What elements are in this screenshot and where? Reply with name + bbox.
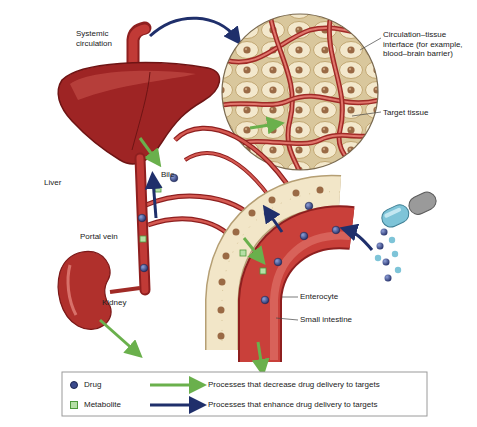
portal-vein xyxy=(138,158,156,290)
part-label: Kidney xyxy=(102,298,152,308)
tissue-inset xyxy=(222,14,381,175)
legend-frame xyxy=(62,372,427,416)
liver xyxy=(58,63,219,164)
legend-swatch xyxy=(70,381,78,389)
kidney xyxy=(58,251,140,352)
legend-label: Processes that decrease drug delivery to… xyxy=(208,380,423,390)
part-label: Bile xyxy=(161,170,191,180)
part-label: Circulation–tissue interface (for exampl… xyxy=(383,30,475,59)
decrease-arrow-sample xyxy=(150,384,198,387)
part-label: Systemic circulation xyxy=(76,29,134,48)
legend-label: Drug xyxy=(84,380,144,390)
enhance-arrow-sample xyxy=(150,404,198,407)
small-intestine xyxy=(218,187,353,369)
capsule xyxy=(348,189,439,281)
part-label: Small intestine xyxy=(300,315,380,325)
enhance-arrow xyxy=(150,18,236,38)
legend-label: Metabolite xyxy=(84,400,144,410)
part-label: Target tissue xyxy=(383,108,463,118)
part-label: Portal vein xyxy=(80,232,140,242)
legend-label: Processes that enhance drug delivery to … xyxy=(208,400,423,410)
legend-swatch xyxy=(70,401,78,409)
part-label: Liver xyxy=(44,178,84,188)
part-label: Enterocyte xyxy=(300,292,380,302)
